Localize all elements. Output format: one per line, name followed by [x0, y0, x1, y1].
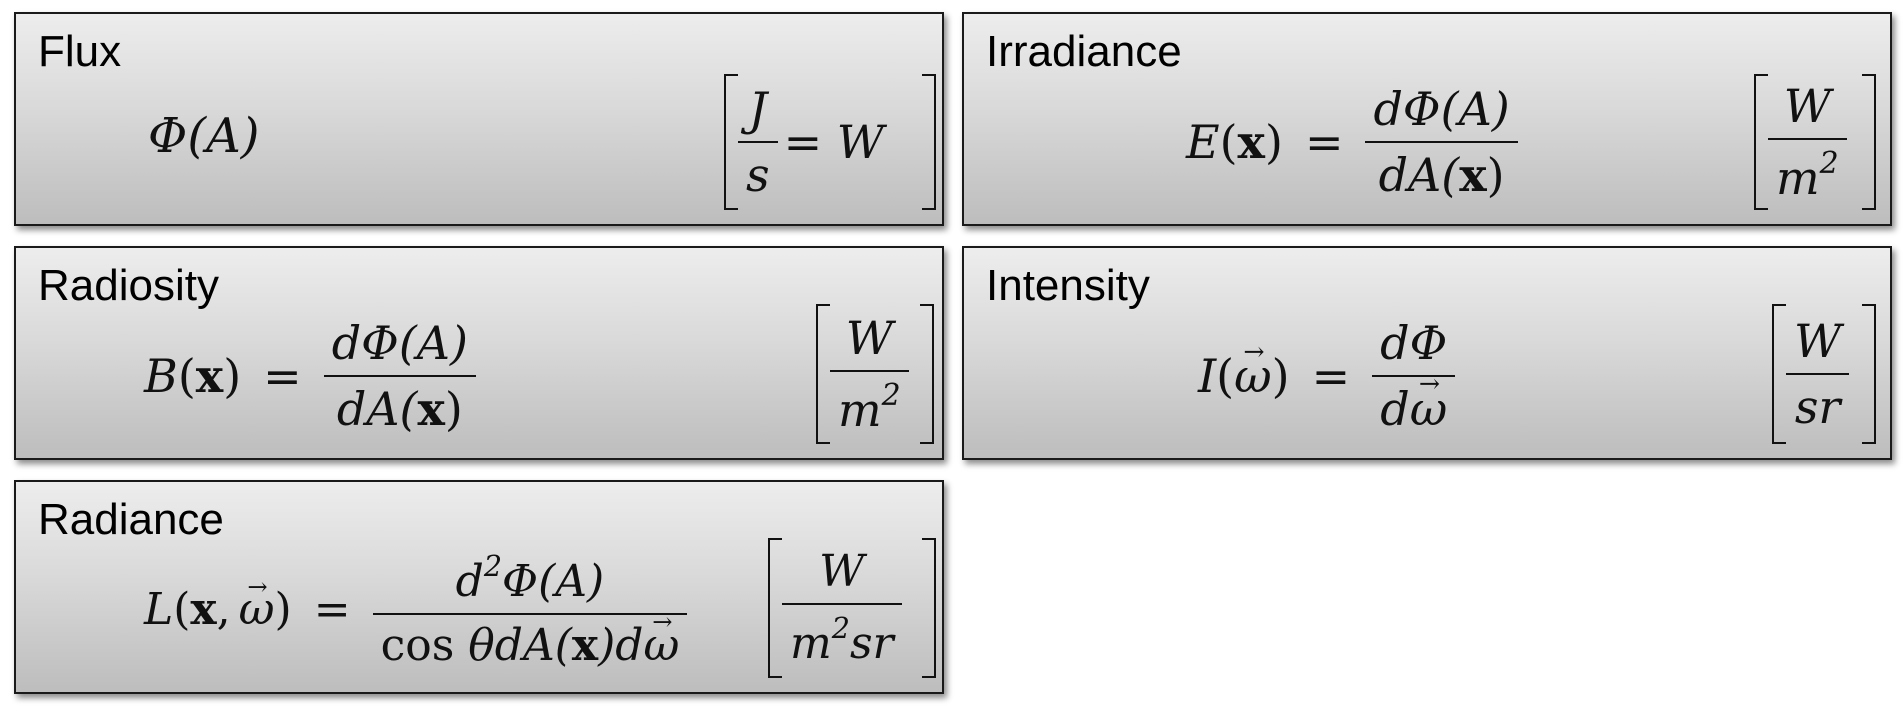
radiance-lhs-symbol: L: [144, 584, 174, 635]
flux-units-left-bracket: [724, 74, 738, 210]
irradiance-denominator: dA(x): [1378, 148, 1505, 202]
radiance-denominator: cos θdA(x)dω: [373, 622, 688, 669]
radiance-title: Radiance: [38, 495, 224, 544]
radiosity-units-right-bracket: [920, 304, 934, 444]
intensity-units: W sr: [1786, 304, 1850, 444]
paren: ): [1271, 349, 1290, 403]
radiance-numerator: d2Φ(A): [455, 548, 605, 607]
radiosity-units-left-bracket: [816, 304, 830, 444]
paren: ): [1264, 115, 1283, 169]
flux-formula: Φ(A): [148, 108, 260, 164]
comma: ,: [216, 584, 231, 635]
flux-card: Flux Φ(A) J s = W: [14, 12, 944, 226]
paren: (: [177, 349, 196, 403]
radiosity-formula: B ( x ) = dΦ(A) dA(x): [144, 300, 476, 452]
flux-units-right-bracket: [922, 74, 936, 210]
flux-units-denominator: s: [746, 148, 770, 202]
radiosity-lhs-arg: x: [195, 349, 224, 403]
intensity-lhs-arg: ω: [1234, 353, 1272, 399]
intensity-numerator: dΦ: [1380, 315, 1448, 370]
radiance-formula: L ( x , ω ) = d2Φ(A) cos θdA(x)dω: [144, 534, 688, 686]
intensity-denominator: dω: [1372, 385, 1455, 434]
radiosity-denominator: dA(x): [336, 382, 463, 436]
radiosity-title: Radiosity: [38, 261, 219, 310]
radiance-units-left-bracket: [768, 538, 782, 678]
paren: ): [274, 584, 292, 635]
fraction-bar: [1365, 141, 1518, 143]
paren: (: [173, 584, 191, 635]
radiosity-units-numerator: W: [845, 310, 893, 365]
irradiance-units-numerator: W: [1783, 78, 1831, 133]
equals-sign: =: [263, 349, 302, 403]
flux-title: Flux: [38, 27, 122, 76]
intensity-units-fraction: W sr: [1786, 313, 1850, 434]
irradiance-title: Irradiance: [986, 27, 1182, 76]
equals-sign: =: [1311, 349, 1351, 403]
radiance-card: Radiance L ( x , ω ) = d2Φ(A) cos θdA(x)…: [14, 480, 944, 694]
radiosity-units-fraction: W m2: [830, 310, 909, 437]
fraction-bar: [830, 370, 909, 373]
intensity-formula: I ( ω ) = dΦ dω: [1198, 300, 1456, 452]
fraction-bar: [1768, 138, 1847, 141]
radiance-lhs-arg-x: x: [190, 584, 217, 635]
paren: (: [1219, 115, 1238, 169]
radiosity-lhs-symbol: B: [144, 349, 178, 403]
fraction-bar: [782, 602, 902, 605]
radiance-units-fraction: W m2sr: [782, 545, 902, 669]
intensity-units-right-bracket: [1862, 304, 1876, 444]
irradiance-units: W m2: [1768, 74, 1847, 210]
irradiance-numerator: dΦ(A): [1373, 81, 1510, 136]
paren: (: [1216, 349, 1235, 403]
equals-sign: =: [313, 584, 351, 635]
radiosity-numerator: dΦ(A): [331, 315, 468, 370]
radiance-units-denominator: m2sr: [790, 610, 894, 669]
irradiance-fraction: dΦ(A) dA(x): [1365, 81, 1518, 202]
equals-sign: =: [1304, 115, 1344, 169]
radiosity-units-denominator: m2: [838, 378, 901, 437]
radiance-units-right-bracket: [922, 538, 936, 678]
fraction-bar: [1372, 375, 1456, 377]
fraction-bar: [1786, 373, 1850, 375]
paren: ): [223, 349, 242, 403]
intensity-fraction: dΦ dω: [1372, 315, 1456, 434]
radiance-units-numerator: W: [819, 545, 865, 597]
flux-units-fraction: J s: [738, 81, 778, 202]
irradiance-units-denominator: m2: [1776, 146, 1839, 205]
intensity-units-left-bracket: [1772, 304, 1786, 444]
fraction-bar: [738, 141, 778, 143]
radiosity-fraction: dΦ(A) dA(x): [323, 315, 476, 436]
intensity-units-denominator: sr: [1794, 380, 1841, 434]
fraction-bar: [372, 613, 688, 615]
flux-units-numerator: J: [748, 81, 768, 136]
flux-units-equals-w: = W: [783, 115, 885, 169]
radiance-fraction: d2Φ(A) cos θdA(x)dω: [372, 548, 688, 669]
radiance-units: W m2sr: [782, 538, 902, 678]
irradiance-units-right-bracket: [1862, 74, 1876, 210]
intensity-lhs-symbol: I: [1198, 349, 1217, 403]
irradiance-lhs-symbol: E: [1186, 115, 1220, 169]
irradiance-lhs-arg: x: [1237, 115, 1265, 169]
radiosity-card: Radiosity B ( x ) = dΦ(A) dA(x) W m2: [14, 246, 944, 460]
radiosity-units: W m2: [830, 304, 909, 444]
intensity-units-numerator: W: [1794, 313, 1842, 368]
irradiance-units-left-bracket: [1754, 74, 1768, 210]
radiance-lhs-arg-omega: ω: [239, 588, 275, 632]
irradiance-formula: E ( x ) = dΦ(A) dA(x): [1186, 66, 1518, 218]
fraction-bar: [323, 375, 476, 377]
flux-units: J s = W: [738, 74, 884, 210]
intensity-card: Intensity I ( ω ) = dΦ dω W sr: [962, 246, 1892, 460]
irradiance-units-fraction: W m2: [1768, 78, 1847, 205]
irradiance-card: Irradiance E ( x ) = dΦ(A) dA(x) W m2: [962, 12, 1892, 226]
intensity-title: Intensity: [986, 261, 1150, 310]
